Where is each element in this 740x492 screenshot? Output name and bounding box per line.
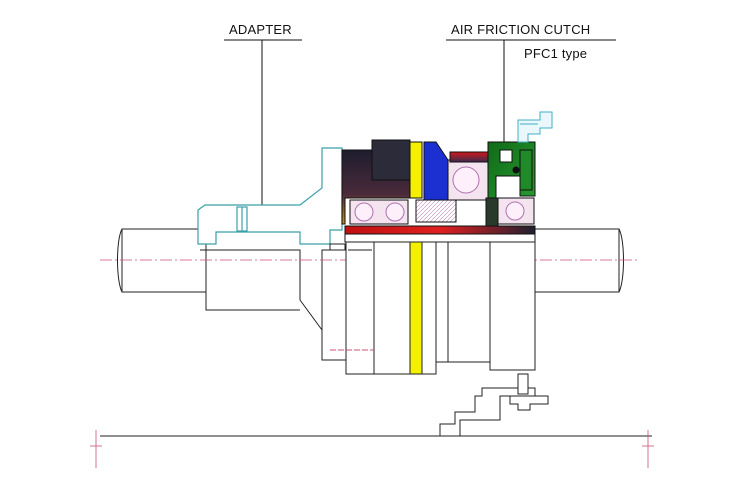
shaft-left (117, 228, 207, 293)
adapter-label: ADAPTER (229, 22, 292, 37)
clutch-housing (341, 139, 536, 243)
base-plate (90, 430, 654, 468)
clutch-label: AIR FRICTION CUTCH (451, 22, 591, 37)
clutch-lower (330, 241, 536, 375)
adapter (197, 147, 343, 245)
shaft-right (534, 228, 624, 293)
base-bracket (439, 373, 549, 437)
air-fitting (517, 111, 553, 143)
clutch-type-label: PFC1 type (524, 46, 588, 61)
adapter-lower (200, 243, 347, 361)
